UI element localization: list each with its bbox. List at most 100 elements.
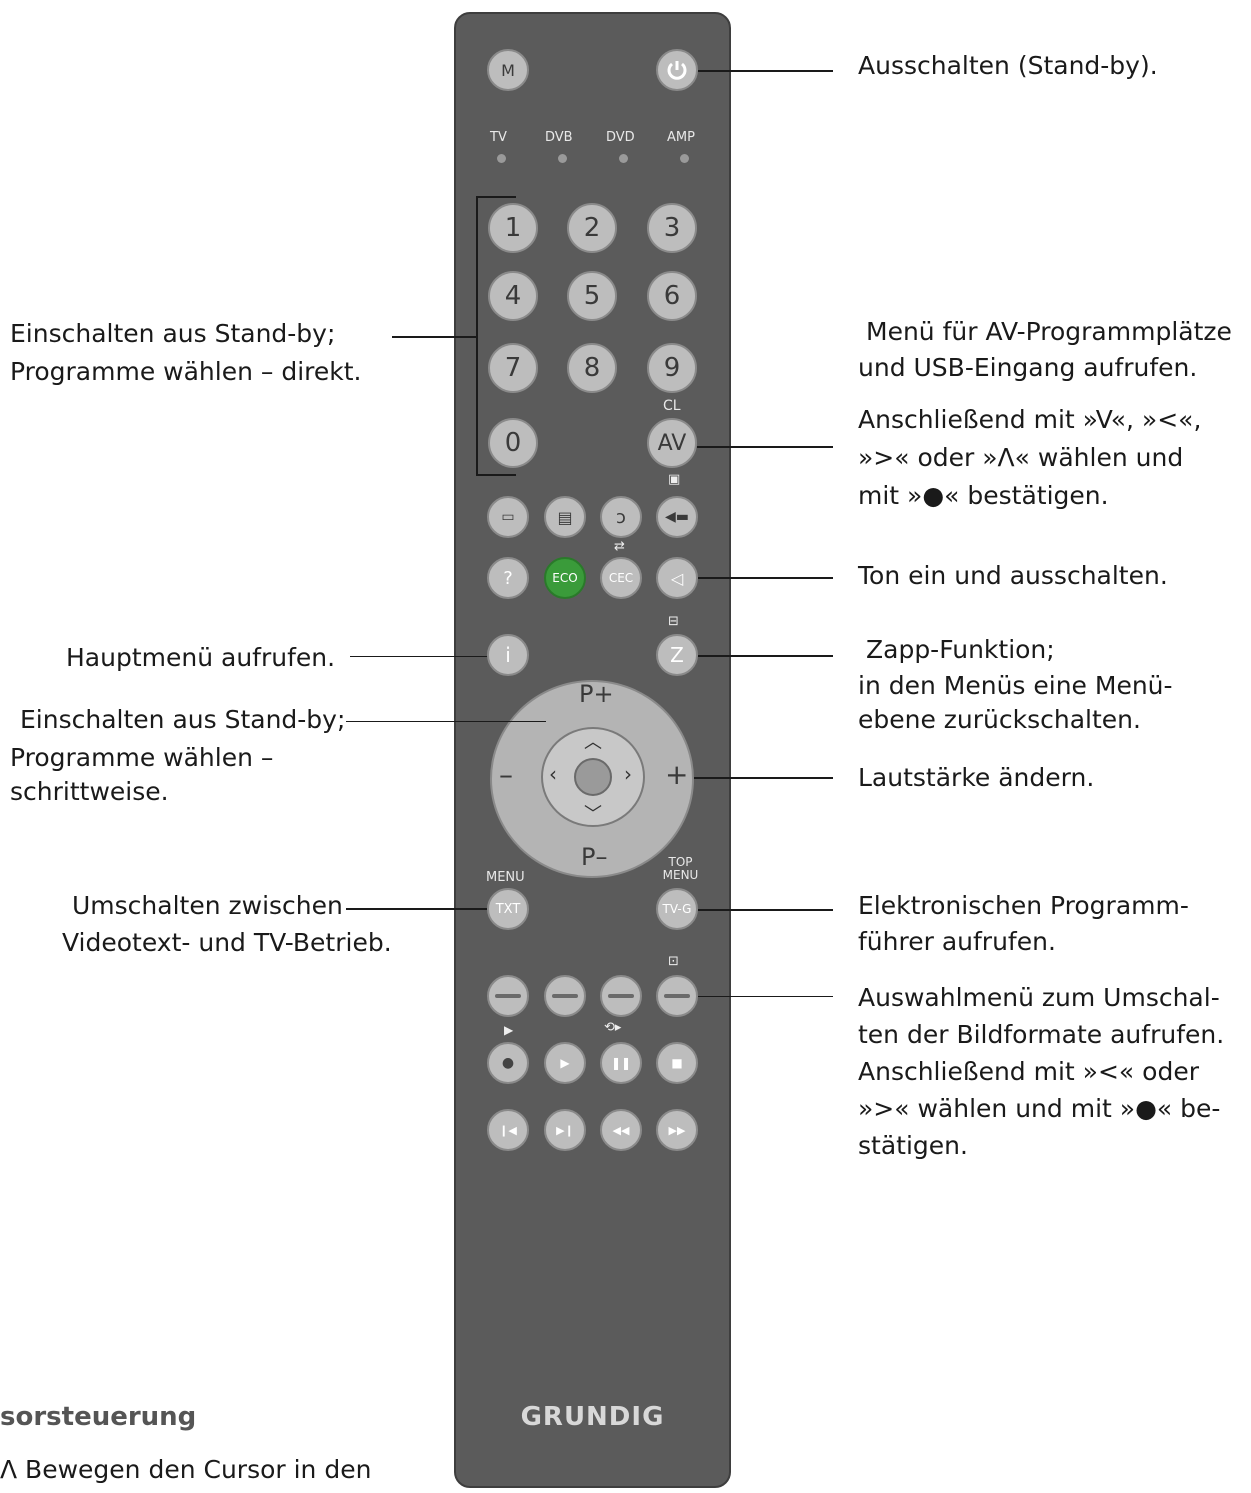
- digit-label: 7: [504, 353, 522, 383]
- leader-mute: [698, 577, 833, 579]
- digit-4-button[interactable]: 4: [488, 271, 538, 321]
- subtitle-button[interactable]: ▤: [544, 496, 586, 538]
- leader-epg: [698, 909, 833, 911]
- digit-2-button[interactable]: 2: [567, 203, 617, 253]
- digit-label: 9: [663, 353, 681, 383]
- info-button[interactable]: i: [487, 634, 529, 676]
- annotation-epg-2: führer aufrufen.: [858, 927, 1056, 956]
- eco-button[interactable]: ECO: [544, 557, 586, 599]
- leader-zapp: [698, 655, 833, 657]
- repeat-small-icon: ⟲▸: [604, 1020, 622, 1035]
- audio-button[interactable]: ↄ: [600, 496, 642, 538]
- play-button[interactable]: ▶: [544, 1042, 586, 1084]
- mute-button[interactable]: ◁: [656, 557, 698, 599]
- m-button[interactable]: M: [487, 49, 529, 91]
- pip-small-icon: ▣: [668, 472, 681, 487]
- annotation-digits-2: Programme wählen – direkt.: [10, 357, 362, 386]
- tvg-button[interactable]: TV-G: [656, 888, 698, 930]
- led-amp: [680, 154, 689, 163]
- annotation-zapp-2: in den Menüs eine Menü-: [858, 671, 1173, 700]
- annotation-step-3: schrittweise.: [10, 777, 169, 806]
- digit-9-button[interactable]: 9: [647, 343, 697, 393]
- digit-3-button[interactable]: 3: [647, 203, 697, 253]
- digit-label: 4: [504, 281, 522, 311]
- cursor-down-icon[interactable]: ﹀: [584, 804, 602, 825]
- top-menu-label: TOP MENU: [662, 855, 699, 882]
- previous-button[interactable]: ❙◀: [487, 1109, 529, 1151]
- annotation-standby: Ausschalten (Stand-by).: [858, 51, 1158, 80]
- play-small-icon: ▶: [504, 1023, 514, 1037]
- cec-arrows-icon: ⇄: [614, 539, 625, 554]
- annotation-mute: Ton ein und ausschalten.: [858, 561, 1168, 590]
- txt-label: TXT: [495, 901, 521, 917]
- forward-button[interactable]: ▶▶: [656, 1109, 698, 1151]
- digit-7-button[interactable]: 7: [488, 343, 538, 393]
- zapp-label: Z: [670, 643, 684, 667]
- menu-label: MENU: [486, 870, 525, 885]
- digit-5-button[interactable]: 5: [567, 271, 617, 321]
- rewind-icon: ◀◀: [612, 1123, 630, 1137]
- digit-label: 8: [583, 353, 601, 383]
- stop-icon: ■: [671, 1056, 683, 1070]
- cursor-right-icon[interactable]: ›: [624, 762, 632, 786]
- led-dvd: [619, 154, 628, 163]
- dash-icon: [495, 994, 521, 998]
- txt-button[interactable]: TXT: [487, 888, 529, 930]
- annotation-digits-1: Einschalten aus Stand-by;: [10, 319, 336, 348]
- power-button[interactable]: [656, 49, 698, 91]
- program-up-label: P+: [579, 680, 614, 708]
- av-button[interactable]: AV: [647, 418, 697, 468]
- digit-8-button[interactable]: 8: [567, 343, 617, 393]
- ear-icon: ↄ: [616, 506, 626, 528]
- ok-button[interactable]: [574, 758, 612, 796]
- annotation-format-1: Auswahlmenü zum Umschal-: [858, 983, 1220, 1012]
- yellow-button[interactable]: [600, 975, 642, 1017]
- cursor-up-icon[interactable]: ︿: [584, 732, 602, 753]
- help-button[interactable]: ?: [487, 557, 529, 599]
- digit-label: 2: [583, 213, 601, 243]
- pause-button[interactable]: ❚❚: [600, 1042, 642, 1084]
- record-button[interactable]: ●: [487, 1042, 529, 1084]
- green-button[interactable]: [544, 975, 586, 1017]
- annotation-format-2: ten der Bildformate aufrufen.: [858, 1020, 1225, 1049]
- leader-main-menu: [350, 656, 487, 657]
- digit-0-button[interactable]: 0: [488, 418, 538, 468]
- volume-up-label: +: [665, 758, 689, 791]
- cursor-left-icon[interactable]: ‹: [549, 762, 557, 786]
- back-small-icon: ⊟: [668, 614, 679, 629]
- source-label-dvd: DVD: [606, 130, 635, 145]
- annotation-zapp-3: ebene zurückschalten.: [858, 705, 1141, 734]
- digit-1-button[interactable]: 1: [488, 203, 538, 253]
- digit-6-button[interactable]: 6: [647, 271, 697, 321]
- pip-button[interactable]: ▭: [487, 496, 529, 538]
- pip-icon: ▭: [501, 509, 515, 525]
- fast-forward-icon: ▶▶: [668, 1123, 686, 1137]
- zapp-button[interactable]: Z: [656, 634, 698, 676]
- leader-volume: [694, 777, 833, 779]
- eco-label: ECO: [552, 571, 578, 585]
- picture-button[interactable]: ◀▬: [656, 496, 698, 538]
- brand-logo: GRUNDIG: [520, 1402, 665, 1432]
- format-small-icon: ⊡: [668, 954, 679, 969]
- rewind-button[interactable]: ◀◀: [600, 1109, 642, 1151]
- m-label: M: [501, 60, 515, 80]
- digit-label: 6: [663, 281, 681, 311]
- annotation-av-select-2: »>« oder »Λ« wählen und: [858, 443, 1184, 472]
- leader-digits: [392, 336, 476, 338]
- leader-format: [698, 996, 833, 997]
- help-label: ?: [503, 567, 513, 589]
- camera-icon: ◀▬: [665, 509, 689, 525]
- subtitle-icon: ▤: [557, 507, 573, 527]
- cec-button[interactable]: CEC: [600, 557, 642, 599]
- annotation-txt-1: Umschalten zwischen: [72, 891, 343, 920]
- annotation-format-3: Anschließend mit »<« oder: [858, 1057, 1199, 1086]
- annotation-epg-1: Elektronischen Programm-: [858, 891, 1189, 920]
- stop-button[interactable]: ■: [656, 1042, 698, 1084]
- next-button[interactable]: ▶❙: [544, 1109, 586, 1151]
- format-button[interactable]: [656, 975, 698, 1017]
- leader-step: [346, 721, 546, 722]
- speaker-mute-icon: ◁: [670, 568, 684, 588]
- info-label: i: [505, 643, 511, 667]
- volume-down-label: –: [499, 758, 513, 791]
- red-button[interactable]: [487, 975, 529, 1017]
